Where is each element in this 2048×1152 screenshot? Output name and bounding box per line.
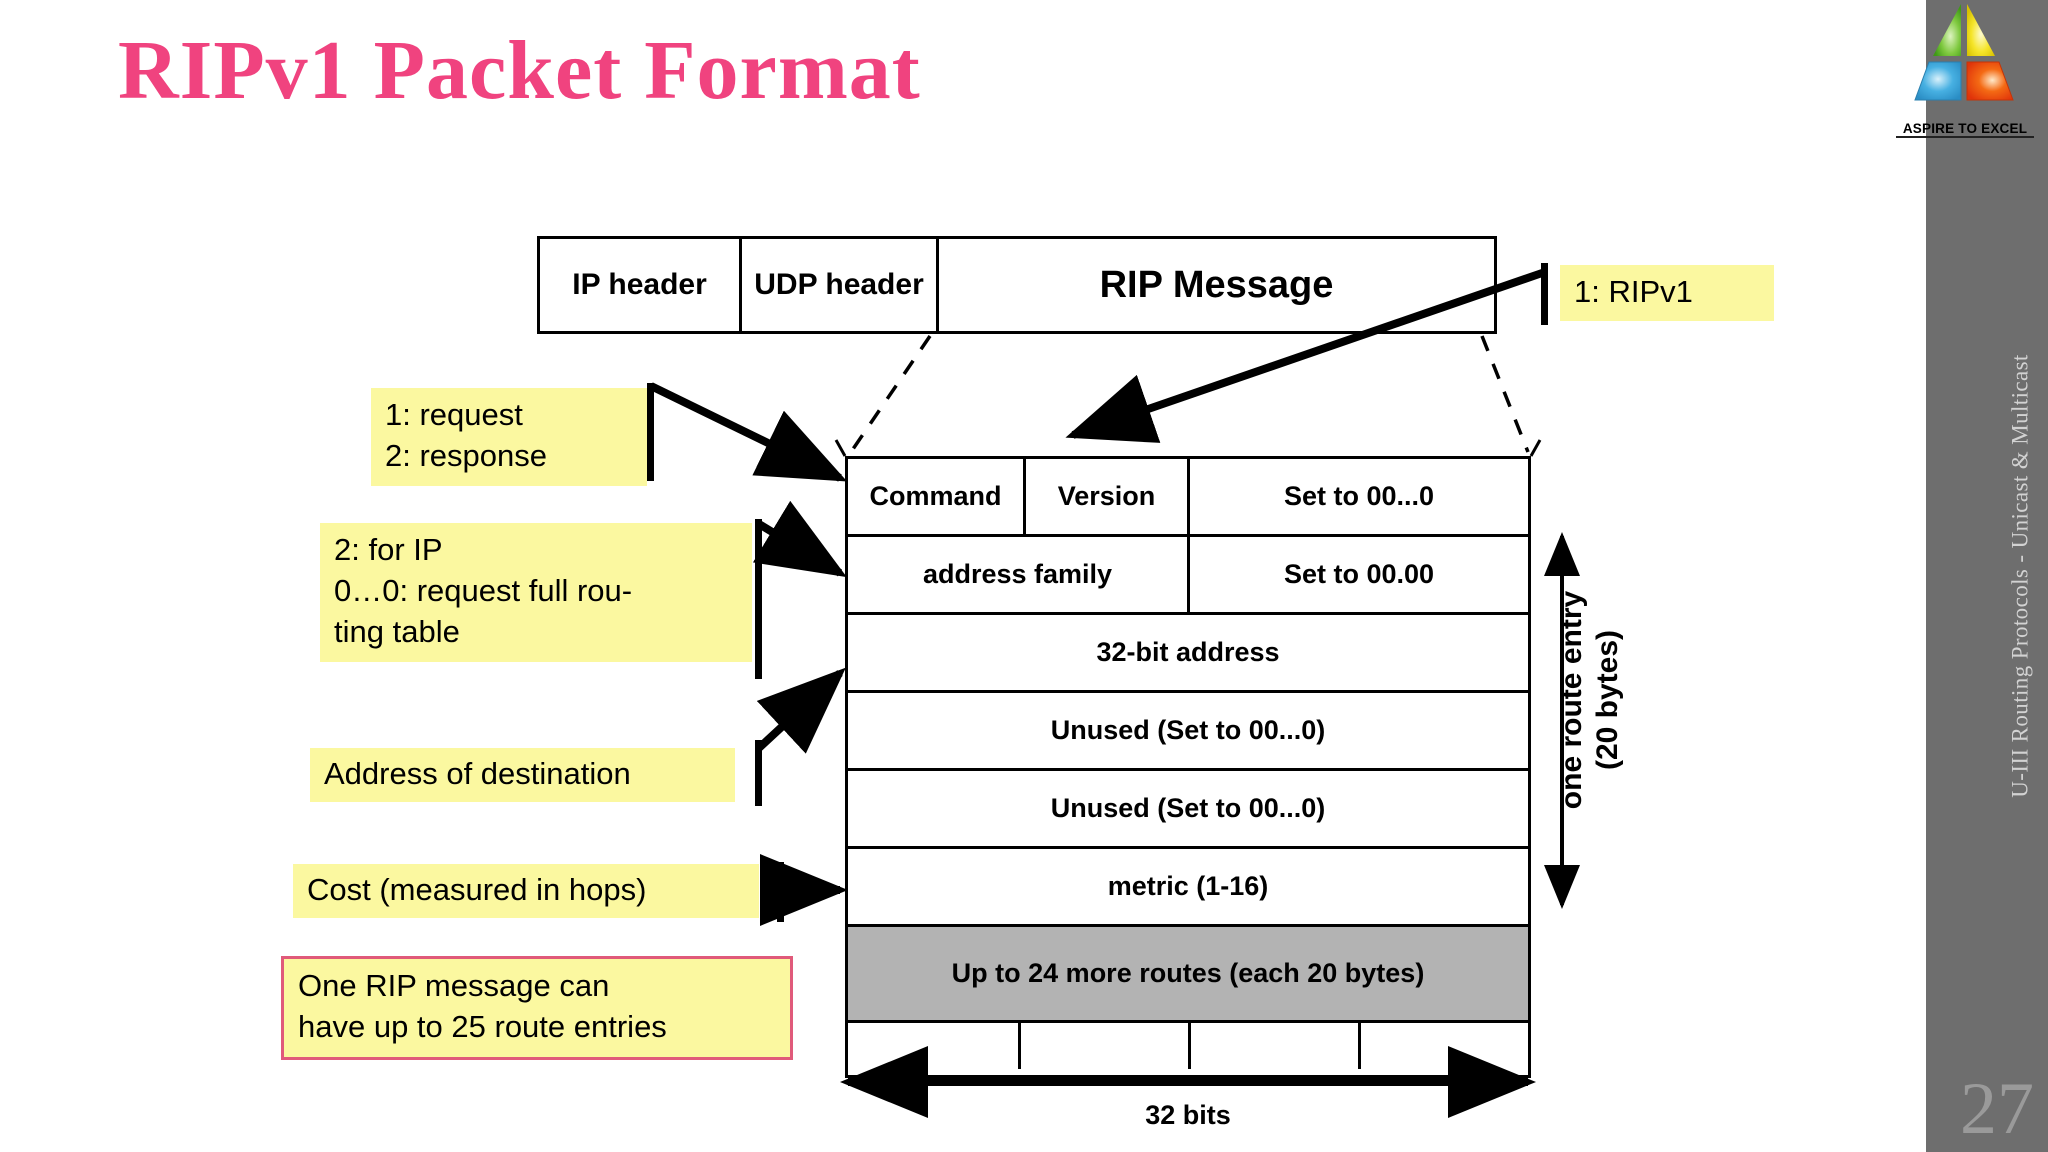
cell-set-to-zero-1: Set to 00...0 (1283, 481, 1435, 511)
table-row: 32-bit address (848, 615, 1528, 693)
sidebar-rail (1926, 0, 2048, 1152)
table-row: metric (1-16) (848, 849, 1528, 927)
rip-message-cell: RIP Message (1099, 263, 1334, 306)
cell-unused-2: Unused (Set to 00...0) (1050, 793, 1326, 823)
table-row: Command Version Set to 00...0 (848, 459, 1528, 537)
table-row: Unused (Set to 00...0) (848, 771, 1528, 849)
callout-destination-text: Address of destination (324, 755, 631, 791)
bit-width-label: 32 bits (1145, 1100, 1231, 1130)
callout-destination: Address of destination (310, 748, 735, 802)
table-row: address family Set to 00.00 (848, 537, 1528, 615)
logo-underline (1896, 136, 2034, 138)
packet-encapsulation-bar: IP header UDP header RIP Message (537, 236, 1497, 334)
callout-address-family: 2: for IP 0…0: request full rou- ting ta… (320, 523, 752, 662)
callout-route-entries: One RIP message can have up to 25 route … (281, 956, 793, 1060)
callout-route-entries-line1: One RIP message can (298, 968, 610, 1003)
callout-af-line3: ting table (334, 613, 460, 649)
callout-rip-version: 1: RIPv1 (1560, 265, 1774, 321)
leader-stem-rip-version (1541, 263, 1548, 325)
table-row: Unused (Set to 00...0) (848, 693, 1528, 771)
table-tick-row (848, 1023, 1528, 1075)
page-title: RIPv1 Packet Format (118, 24, 921, 117)
cell-32-bit-address: 32-bit address (1096, 637, 1280, 667)
page-number: 27 (1960, 1068, 2034, 1150)
leader-stem-command (647, 383, 654, 481)
callout-command-line2: 2: response (385, 437, 547, 473)
callout-rip-version-text: 1: RIPv1 (1574, 273, 1693, 309)
callout-af-line1: 2: for IP (334, 532, 443, 567)
sidebar-course-label: U-III Routing Protocols - Unicast & Mult… (2007, 354, 2032, 798)
cell-metric: metric (1-16) (1107, 871, 1269, 901)
cell-more-routes: Up to 24 more routes (each 20 bytes) (848, 927, 1528, 1020)
cell-version: Version (1026, 459, 1190, 534)
udp-header-cell: UDP header (742, 239, 939, 331)
leader-stem-address-family (755, 519, 762, 679)
logo-caption: ASPIRE TO EXCEL (1902, 121, 2028, 136)
route-entry-label-line1: one route entry (1555, 590, 1588, 810)
callout-route-entries-line2: have up to 25 route entries (298, 1008, 667, 1044)
route-entry-size-label: one route entry (20 bytes) (1554, 591, 1626, 809)
cell-set-to-zero-2: Set to 00.00 (1283, 559, 1435, 589)
cell-address-family: address family (848, 537, 1190, 612)
rip-message-table: Command Version Set to 00...0 address fa… (845, 456, 1531, 1078)
cell-command: Command (848, 459, 1026, 534)
route-entry-label-line2: (20 bytes) (1591, 629, 1624, 771)
leader-stem-cost (777, 862, 784, 922)
table-row: Up to 24 more routes (each 20 bytes) (848, 927, 1528, 1023)
callout-cost-text: Cost (measured in hops) (307, 871, 647, 907)
callout-cost: Cost (measured in hops) (293, 864, 759, 918)
callout-af-line2: 0…0: request full rou- (334, 572, 633, 608)
leader-stem-destination (755, 740, 762, 806)
callout-command-line1: 1: request (385, 397, 523, 432)
cell-unused-1: Unused (Set to 00...0) (1050, 715, 1326, 745)
aspire-to-excel-logo-icon (1899, 2, 2027, 132)
ip-header-cell: IP header (540, 239, 742, 331)
callout-command: 1: request 2: response (371, 388, 647, 486)
